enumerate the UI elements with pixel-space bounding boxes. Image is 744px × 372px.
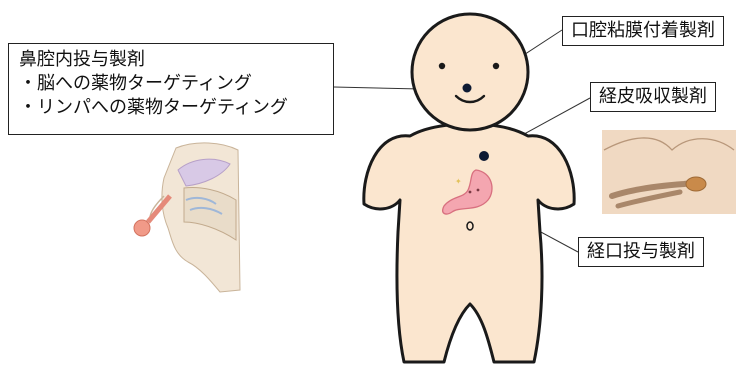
nose-cross-section-illustration	[134, 143, 240, 292]
mouth-target-dot	[463, 84, 472, 93]
oral-mucosal-label: 口腔粘膜付着製剤	[562, 16, 724, 46]
transdermal-patch-illustration	[602, 130, 736, 214]
svg-text:✦: ✦	[455, 177, 462, 186]
nasal-item-brain: ・脳への薬物ターゲティング	[19, 72, 323, 96]
character-figure: ✦	[364, 14, 574, 362]
skin-target-dot	[479, 151, 489, 161]
transdermal-label: 経皮吸収製剤	[590, 82, 716, 112]
oral-administration-label: 経口投与製剤	[578, 237, 704, 267]
nasal-administration-label: 鼻腔内投与製剤 ・脳への薬物ターゲティング ・リンパへの薬物ターゲティング	[8, 43, 334, 135]
nasal-item-lymph: ・リンパへの薬物ターゲティング	[19, 96, 323, 120]
nasal-title: 鼻腔内投与製剤	[19, 48, 323, 72]
